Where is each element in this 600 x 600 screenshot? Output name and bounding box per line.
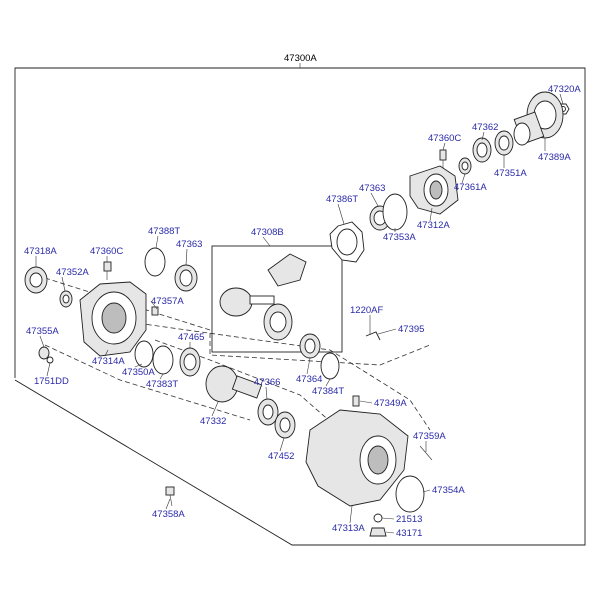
o-ring-47353A — [382, 193, 408, 231]
callout-47363-mid: 47363 — [176, 239, 202, 250]
callout-47313A: 47313A — [332, 523, 365, 534]
bolt-47358A — [165, 486, 175, 507]
callout-47351A: 47351A — [494, 168, 527, 179]
callout-47361A: 47361A — [454, 182, 487, 193]
washer-21513 — [373, 513, 383, 523]
guide-line-left — [44, 344, 251, 421]
washer-1751DD — [46, 356, 54, 364]
callout-47320A: 47320A — [548, 84, 581, 95]
callout-47354A: 47354A — [432, 485, 465, 496]
oil-seal-47351A — [494, 130, 514, 156]
bearing-47452 — [274, 411, 296, 439]
callout-47358A: 47358A — [152, 509, 185, 520]
callout-47389A: 47389A — [538, 152, 571, 163]
callout-47353A: 47353A — [383, 232, 416, 243]
bearing-47366 — [257, 398, 279, 426]
callout-47465: 47465 — [178, 332, 204, 343]
callout-1751DD: 1751DD — [34, 376, 69, 387]
bolt-47360C-top — [439, 149, 447, 168]
callout-47357A: 47357A — [151, 296, 184, 307]
breather-47349A — [352, 395, 360, 407]
callout-47360C-left: 47360C — [90, 246, 123, 257]
callout-43171: 43171 — [396, 528, 422, 539]
o-ring-47354A — [395, 475, 425, 513]
seal-47352A — [59, 290, 73, 308]
callout-47332: 47332 — [200, 416, 226, 427]
callout-47355A: 47355A — [26, 326, 59, 337]
callout-47362: 47362 — [472, 122, 498, 133]
plug-43171 — [369, 527, 387, 537]
bearing-47465 — [179, 347, 201, 377]
companion-flange-47389A — [513, 91, 564, 146]
o-ring-47388T — [144, 247, 166, 277]
gear-set-47308B — [219, 253, 307, 341]
bearing-47363-mid — [174, 264, 198, 292]
transfer-case-47314A — [79, 281, 147, 357]
guide-line-lower — [154, 339, 341, 431]
gasket-47386T — [329, 221, 365, 263]
snap-ring-47350A — [134, 340, 154, 368]
spacer-47361A — [458, 157, 472, 175]
assembly-frame — [14, 67, 586, 546]
callout-47318A: 47318A — [24, 246, 57, 257]
bearing-47362 — [472, 137, 492, 163]
callout-47360C-top: 47360C — [428, 133, 461, 144]
callout-1220AF: 1220AF — [350, 305, 383, 316]
pinion-shaft-47332 — [205, 365, 263, 403]
callout-47452: 47452 — [268, 451, 294, 462]
extension-housing-47312A — [409, 165, 459, 215]
main-housing-47313A — [305, 409, 409, 507]
callout-47308B: 47308B — [251, 227, 284, 238]
callout-47359A: 47359A — [413, 431, 446, 442]
callout-47350A: 47350A — [122, 367, 155, 378]
oil-seal-47318A — [24, 266, 48, 294]
callout-47352A: 47352A — [56, 267, 89, 278]
callout-47386T: 47386T — [326, 194, 358, 205]
leader-lines — [35, 93, 564, 534]
callout-47314A: 47314A — [92, 356, 125, 367]
gear-set-box — [211, 245, 343, 353]
shim-47384T — [320, 352, 340, 380]
drain-plug-47355A — [38, 346, 50, 360]
pin-47357A — [151, 306, 159, 316]
bracket-47395 — [365, 322, 381, 341]
callout-21513: 21513 — [396, 514, 422, 525]
bearing-47364 — [299, 333, 321, 359]
callout-47388T: 47388T — [148, 226, 180, 237]
shim-47383T — [152, 345, 174, 375]
callout-47383T: 47383T — [146, 379, 178, 390]
callout-47366: 47366 — [254, 377, 280, 388]
callout-47363-top: 47363 — [359, 183, 385, 194]
guide-line-middle — [114, 319, 431, 431]
dowel-47359A — [419, 445, 433, 461]
bolt-47360C-left — [103, 261, 112, 280]
callout-47312A: 47312A — [417, 220, 450, 231]
callout-47384T: 47384T — [312, 386, 344, 397]
callout-47364: 47364 — [296, 374, 322, 385]
callout-47349A: 47349A — [374, 398, 407, 409]
assembly-label: 47300A — [284, 53, 317, 64]
callout-47395: 47395 — [398, 324, 424, 335]
